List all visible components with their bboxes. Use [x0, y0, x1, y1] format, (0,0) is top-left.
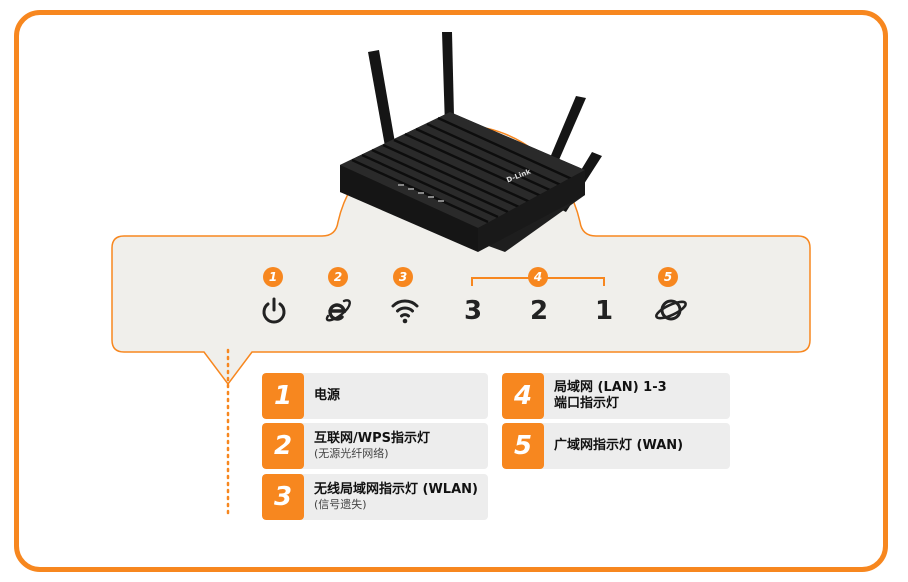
- legend-title: 互联网/WPS指示灯: [314, 431, 430, 446]
- legend-number: 4: [502, 373, 544, 419]
- legend-number: 1: [262, 373, 304, 419]
- internet-explorer-icon: [325, 299, 351, 322]
- legend-number: 2: [262, 423, 304, 469]
- legend-title: 广域网指示灯 (WAN): [554, 438, 684, 453]
- planet-icon: [655, 299, 687, 321]
- legend-item-4: 4 局域网 (LAN) 1-3 端口指示灯: [502, 373, 730, 419]
- legend-item-5: 5 广域网指示灯 (WAN): [502, 423, 730, 469]
- wifi-icon: [391, 299, 419, 324]
- legend-number: 5: [502, 423, 544, 469]
- power-icon: [262, 297, 286, 324]
- legend-title: 局域网 (LAN) 1-3: [554, 380, 667, 395]
- legend-title-line-2: 端口指示灯: [554, 396, 620, 411]
- badge-power: 1: [263, 267, 283, 287]
- badge-lan: 4: [528, 267, 548, 287]
- legend-title: 无线局域网指示灯 (WLAN): [314, 482, 478, 497]
- legend-title: 电源: [314, 388, 341, 403]
- legend-number: 3: [262, 474, 304, 520]
- legend-subtitle: (信号遗失): [314, 498, 367, 511]
- legend-item-2: 2 互联网/WPS指示灯 (无源光纤网络): [262, 423, 488, 469]
- badge-wlan: 3: [393, 267, 413, 287]
- badge-wan: 5: [658, 267, 678, 287]
- lan-port-2-led: 2: [529, 296, 549, 326]
- legend-item-1: 1 电源: [262, 373, 488, 419]
- badge-internet: 2: [328, 267, 348, 287]
- lan-port-3-led: 3: [463, 296, 483, 326]
- lan-port-1-led: 1: [594, 296, 614, 326]
- legend-subtitle: (无源光纤网络): [314, 447, 389, 460]
- legend-item-3: 3 无线局域网指示灯 (WLAN) (信号遗失): [262, 474, 488, 520]
